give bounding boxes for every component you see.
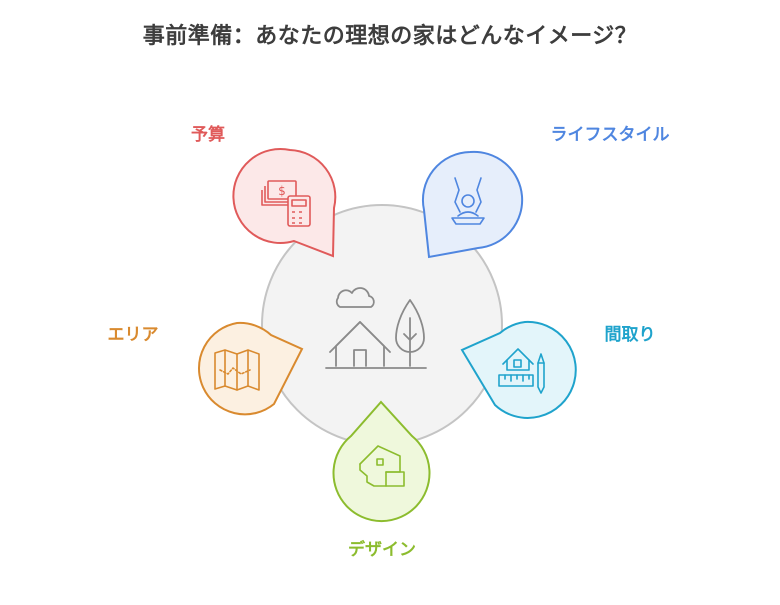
design-label: デザイン	[348, 539, 416, 560]
area-label: エリア	[108, 325, 159, 345]
money-calculator-icon: $	[261, 180, 311, 227]
area-node	[198, 321, 304, 416]
lifestyle-label: ライフスタイル	[551, 125, 670, 145]
house-ruler-pencil-icon	[498, 348, 545, 394]
svg-text:$: $	[278, 184, 286, 198]
floorplan-node	[460, 320, 577, 419]
diagram-title: 事前準備：あなたの理想の家はどんなイメージ？	[142, 24, 638, 49]
budget-label: 予算	[191, 124, 225, 145]
design-node	[332, 400, 431, 522]
budget-node: $	[232, 148, 337, 258]
house-plan-icon	[359, 445, 405, 487]
map-icon	[214, 349, 260, 391]
person-swing-icon	[451, 177, 485, 225]
house-with-tree-and-cloud-icon	[325, 287, 427, 369]
lifestyle-node	[421, 150, 524, 259]
floorplan-label: 間取り	[605, 325, 656, 345]
